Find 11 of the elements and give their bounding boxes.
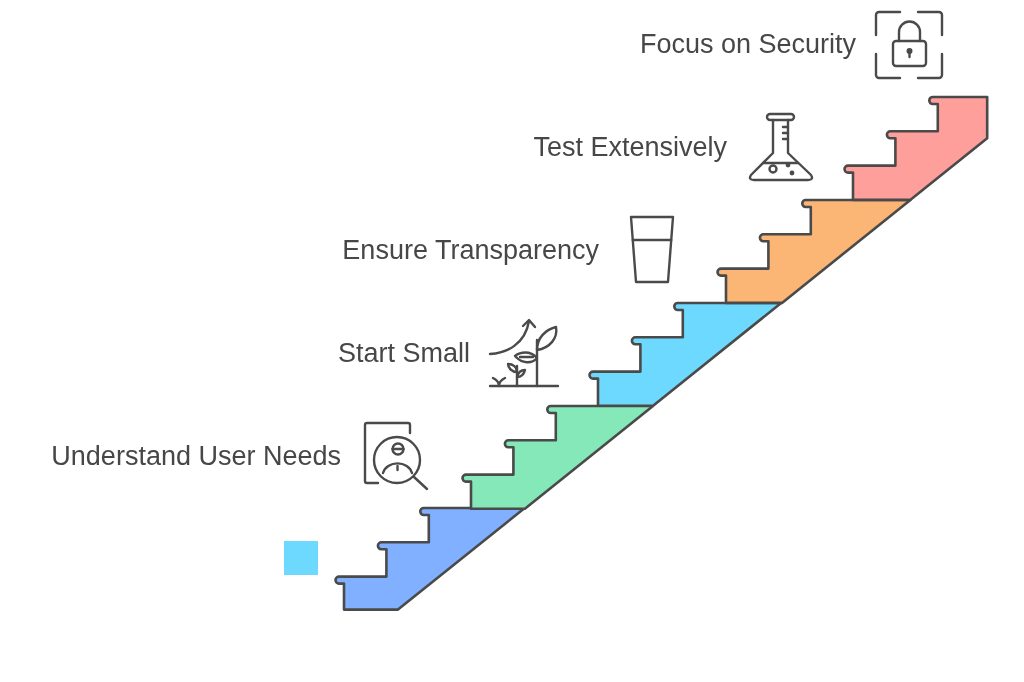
stair-segment [588, 300, 784, 408]
step-label: Ensure Transparency [342, 234, 599, 266]
step-label: Understand User Needs [51, 440, 341, 472]
stair-segment [334, 506, 527, 612]
stair-segment [842, 94, 989, 202]
stair-segment [461, 403, 656, 511]
step-label: Start Small [337, 337, 470, 369]
square-block [284, 541, 318, 575]
step-label: Test Extensively [533, 131, 727, 163]
step-label: Focus on Security [639, 28, 856, 60]
stair-segment [715, 197, 912, 305]
